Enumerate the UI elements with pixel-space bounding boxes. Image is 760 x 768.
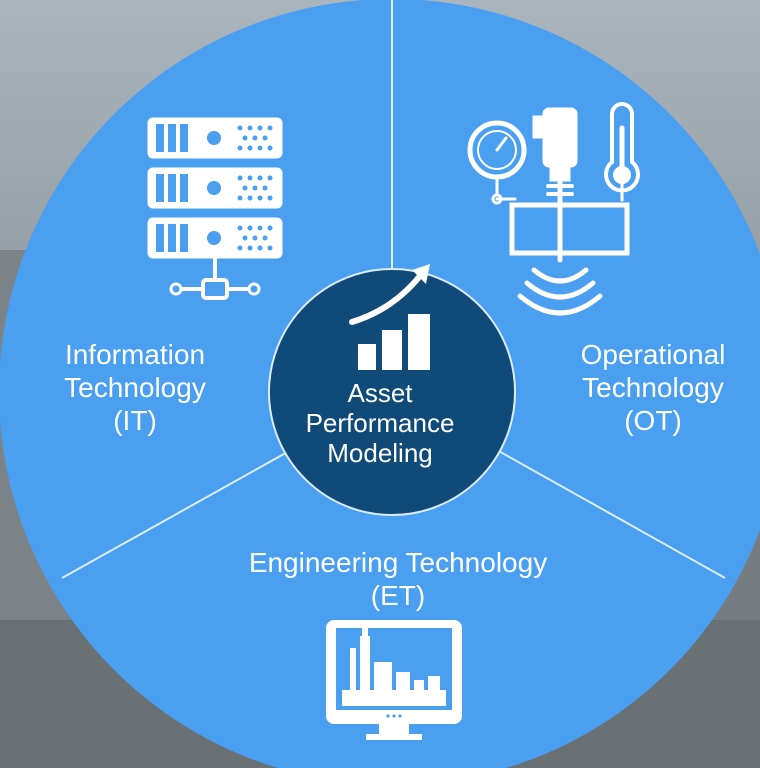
ot-label-line2: Technology <box>582 372 724 403</box>
it-label-line1: Information <box>64 339 206 370</box>
ot-label-line3: (OT) <box>624 405 682 436</box>
growth-chart-icon <box>349 264 430 370</box>
center-circle <box>268 268 516 516</box>
it-label-line2: Technology <box>64 372 206 403</box>
center-label: Asset Performance Modeling <box>280 378 480 468</box>
center-label-line1: Asset <box>347 378 413 408</box>
et-label-line2: (ET) <box>370 580 426 611</box>
sensors-icon <box>467 102 640 316</box>
et-label-line1: Engineering Technology <box>248 547 548 578</box>
sector-label-it: Information Technology (IT) <box>20 338 250 437</box>
divider-left <box>61 444 301 579</box>
center-label-line2: Performance <box>305 408 455 438</box>
divider-right <box>487 444 726 579</box>
sector-label-ot: Operational Technology (OT) <box>548 338 758 437</box>
sector-label-et: Engineering Technology (ET) <box>180 546 616 612</box>
it-label-line3: (IT) <box>113 405 157 436</box>
ot-label-line1: Operational <box>580 339 726 370</box>
plant-monitor-icon <box>326 620 462 740</box>
center-label-line3: Modeling <box>327 438 433 468</box>
server-rack-icon <box>147 117 283 300</box>
